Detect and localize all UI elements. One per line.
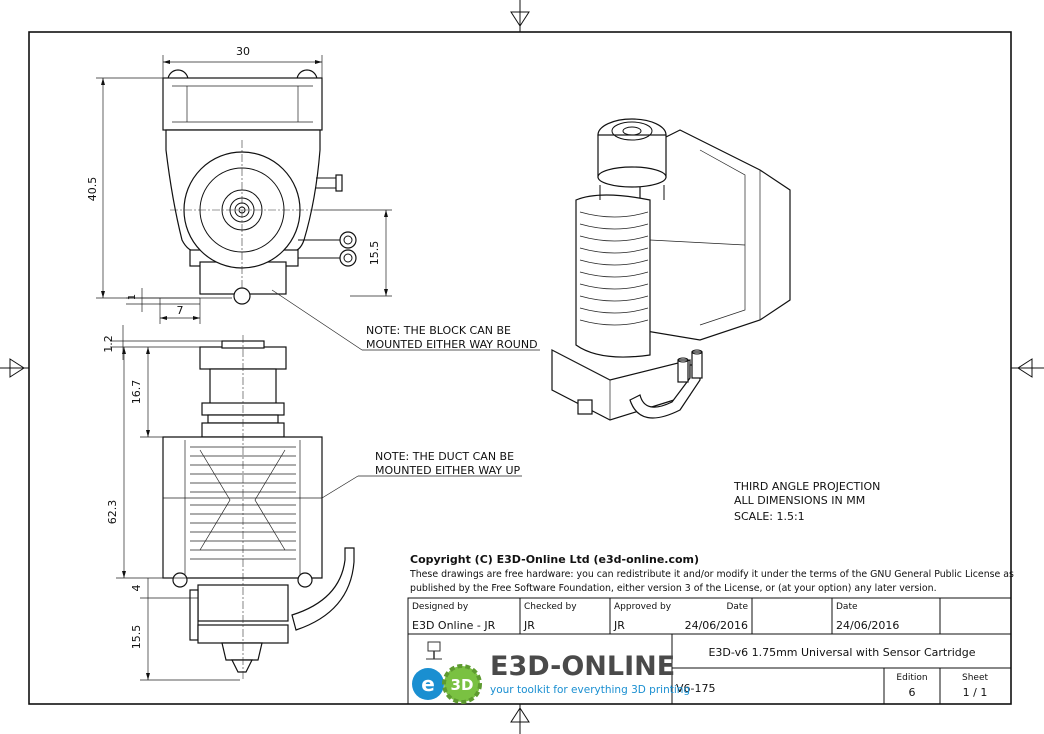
checked-by-value: JR bbox=[523, 619, 535, 632]
edition-label: Edition bbox=[896, 673, 927, 683]
approved-date-value: 24/06/2016 bbox=[685, 619, 748, 632]
approved-by-value: JR bbox=[613, 619, 625, 632]
approved-by-label: Approved by bbox=[614, 602, 672, 612]
brand-name: E3D-ONLINE bbox=[490, 651, 675, 682]
dim-4-label: 4 bbox=[130, 585, 143, 592]
front-view-dimensions bbox=[110, 325, 240, 681]
dim-16-7-label: 16.7 bbox=[130, 380, 143, 405]
copyright-line2: published by the Free Software Foundatio… bbox=[410, 583, 937, 594]
projection-note-line1: THIRD ANGLE PROJECTION bbox=[733, 480, 880, 493]
block-note-leader bbox=[271, 289, 540, 351]
drawing-title: E3D-v6 1.75mm Universal with Sensor Cart… bbox=[708, 646, 975, 659]
approved-date-label: Date bbox=[726, 602, 748, 612]
isometric-view-drawing bbox=[551, 118, 791, 421]
centering-marker-right bbox=[1011, 358, 1044, 378]
duct-note-line1: NOTE: THE DUCT CAN BE bbox=[375, 450, 514, 463]
copyright-line1: These drawings are free hardware: you ca… bbox=[409, 569, 1014, 580]
brand-tagline: your toolkit for everything 3D printing bbox=[490, 684, 690, 696]
issue-date-value: 24/06/2016 bbox=[836, 619, 899, 632]
logo-e-letter: e bbox=[421, 672, 435, 696]
dim-30-label: 30 bbox=[236, 45, 250, 58]
projection-note-line3: SCALE: 1.5:1 bbox=[734, 510, 805, 523]
copyright-title: Copyright (C) E3D-Online Ltd (e3d-online… bbox=[410, 553, 699, 566]
block-note-line2: MOUNTED EITHER WAY ROUND bbox=[366, 338, 538, 351]
dim-15-5-bottom-label: 15.5 bbox=[130, 625, 143, 650]
top-view-dimensions bbox=[96, 55, 392, 324]
front-view-drawing bbox=[162, 335, 355, 680]
designed-by-label: Designed by bbox=[412, 602, 469, 612]
projection-note-line2: ALL DIMENSIONS IN MM bbox=[734, 494, 865, 507]
printer-icon bbox=[426, 641, 442, 660]
dim-40-5-label: 40.5 bbox=[86, 177, 99, 202]
title-block-grid bbox=[407, 597, 1012, 705]
logo-e-badge bbox=[412, 668, 444, 700]
logo-gear-icon bbox=[442, 664, 482, 704]
centering-marker-left bbox=[0, 358, 29, 378]
duct-note-leader bbox=[321, 475, 522, 499]
block-note-line1: NOTE: THE BLOCK CAN BE bbox=[366, 324, 511, 337]
centering-marker-bottom bbox=[510, 704, 530, 734]
checked-by-label: Checked by bbox=[524, 602, 577, 612]
edition-value: 6 bbox=[909, 686, 916, 699]
designed-by-value: E3D Online - JR bbox=[412, 619, 496, 632]
part-number: V6-175 bbox=[676, 682, 716, 695]
duct-note-line2: MOUNTED EITHER WAY UP bbox=[375, 464, 521, 477]
dim-1-label: 1 bbox=[127, 294, 138, 300]
dim-62-3-label: 62.3 bbox=[106, 500, 119, 525]
logo-3d-letters: 3D bbox=[451, 676, 474, 694]
e3d-logo: e 3D bbox=[412, 641, 482, 704]
centering-marker-top bbox=[510, 0, 530, 32]
sheet-label: Sheet bbox=[962, 673, 988, 683]
issue-date-label: Date bbox=[836, 602, 858, 612]
dim-15-5-top-label: 15.5 bbox=[368, 241, 381, 266]
dim-7-label: 7 bbox=[177, 304, 184, 317]
sheet-value: 1 / 1 bbox=[963, 686, 988, 699]
top-view-drawing bbox=[162, 69, 357, 305]
dim-1-2-label: 1.2 bbox=[102, 335, 115, 353]
